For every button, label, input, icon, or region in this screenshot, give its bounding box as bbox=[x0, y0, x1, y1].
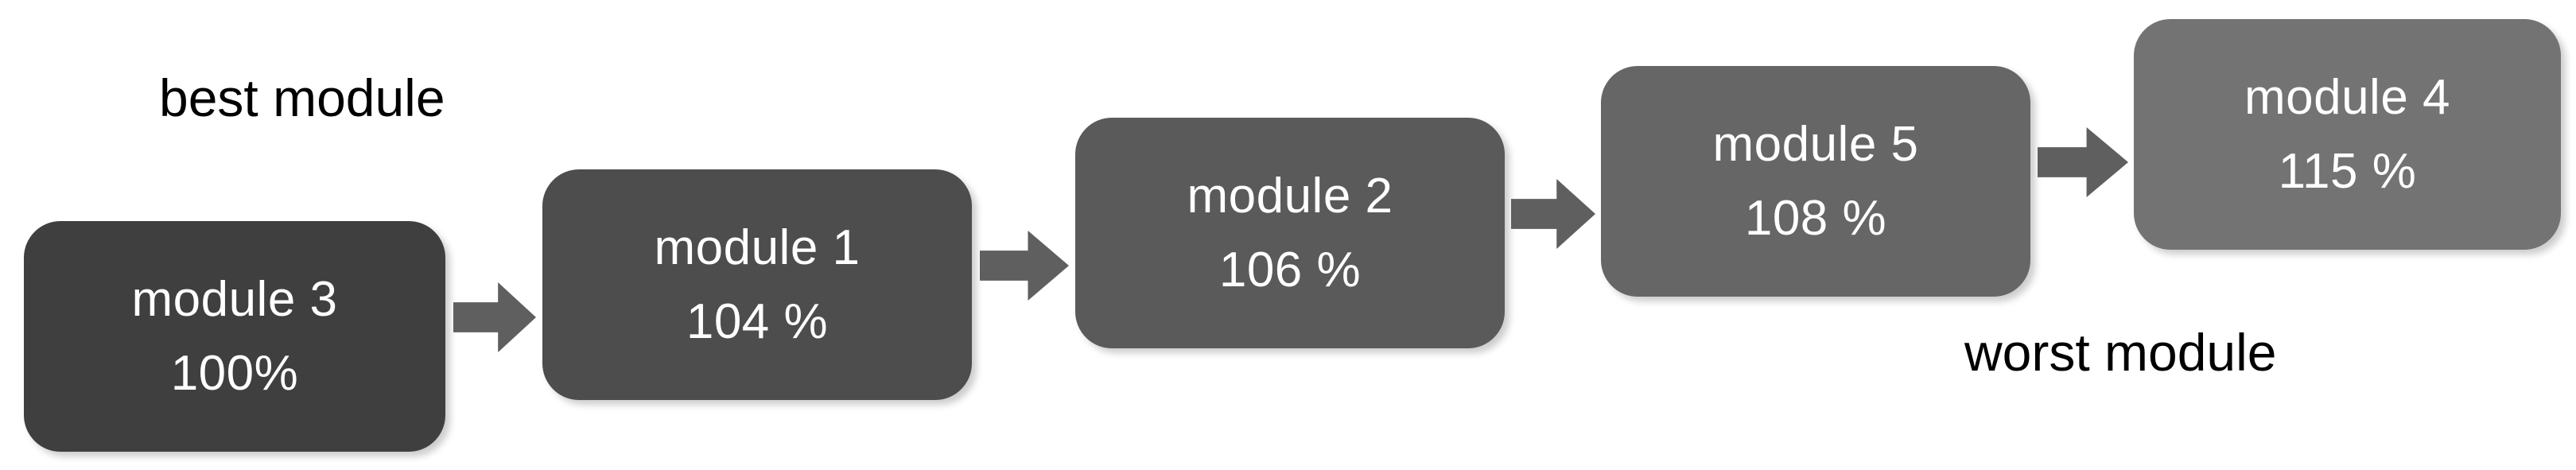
annotation-worst-module: worst module bbox=[1964, 323, 2277, 382]
module-value-label: 100% bbox=[170, 346, 299, 401]
module-value-label: 108 % bbox=[1744, 191, 1887, 246]
module-box-module-3[interactable]: module 3 100% bbox=[24, 221, 445, 452]
module-name-label: module 5 bbox=[1712, 116, 1919, 172]
arrow-right-icon bbox=[453, 282, 536, 352]
module-name-label: module 3 bbox=[131, 271, 338, 327]
module-name-label: module 4 bbox=[2244, 69, 2451, 125]
module-box-module-4[interactable]: module 4 115 % bbox=[2134, 19, 2561, 250]
module-name-label: module 2 bbox=[1187, 168, 1393, 223]
module-value-label: 106 % bbox=[1218, 243, 1362, 297]
module-name-label: module 1 bbox=[654, 219, 861, 275]
annotation-best-module: best module bbox=[159, 68, 445, 127]
module-box-module-1[interactable]: module 1 104 % bbox=[542, 169, 972, 400]
module-value-label: 115 % bbox=[2278, 144, 2417, 199]
arrow-right-icon bbox=[2038, 127, 2128, 197]
arrow-right-icon bbox=[1511, 179, 1595, 249]
module-value-label: 104 % bbox=[686, 294, 829, 349]
arrow-right-icon bbox=[980, 231, 1069, 301]
module-box-module-5[interactable]: module 5 108 % bbox=[1601, 66, 2030, 297]
module-box-module-2[interactable]: module 2 106 % bbox=[1075, 118, 1505, 348]
